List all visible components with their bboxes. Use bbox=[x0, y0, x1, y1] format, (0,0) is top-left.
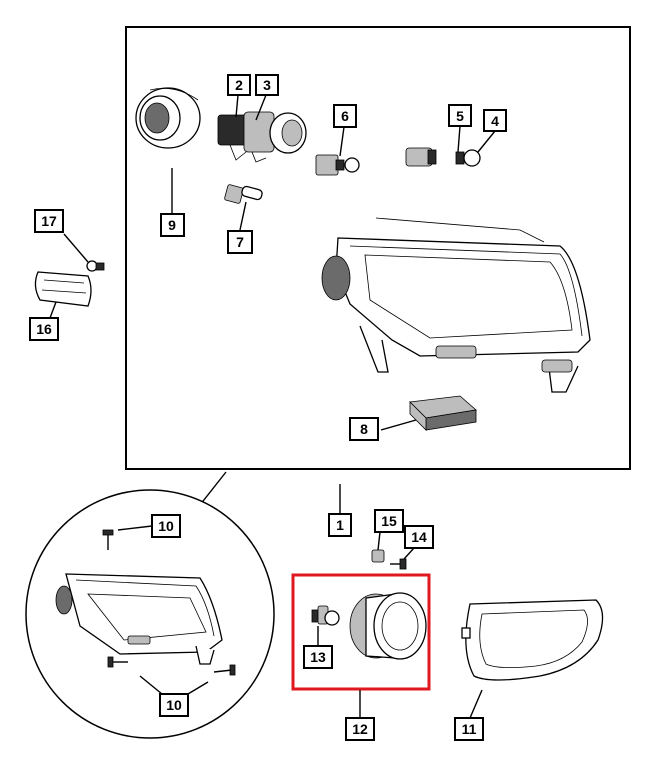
detail-view-circle bbox=[25, 489, 275, 739]
callout-9: 9 bbox=[160, 213, 185, 237]
assembly-frame bbox=[125, 26, 631, 470]
callout-5: 5 bbox=[448, 104, 472, 127]
part-16-side-marker[interactable] bbox=[34, 271, 92, 307]
callout-16: 16 bbox=[29, 317, 59, 341]
svg-text:1: 1 bbox=[336, 517, 344, 533]
part-9-ring[interactable] bbox=[135, 87, 201, 149]
callout-11: 11 bbox=[454, 717, 484, 741]
svg-text:9: 9 bbox=[168, 217, 176, 233]
callout-6: 6 bbox=[333, 104, 357, 128]
svg-text:10: 10 bbox=[158, 518, 174, 534]
part-2-3-projector[interactable] bbox=[217, 111, 307, 163]
part-13-fog-bulb[interactable] bbox=[311, 605, 340, 626]
svg-text:8: 8 bbox=[360, 421, 368, 437]
part-15-clip[interactable] bbox=[371, 549, 385, 563]
part-5-socket[interactable] bbox=[405, 147, 437, 167]
svg-text:10: 10 bbox=[166, 697, 182, 713]
callout-15: 15 bbox=[374, 509, 404, 533]
part-6-bulb[interactable] bbox=[315, 154, 360, 176]
callout-10-top: 10 bbox=[151, 514, 181, 538]
svg-text:3: 3 bbox=[263, 77, 271, 93]
svg-text:14: 14 bbox=[411, 529, 427, 545]
svg-text:13: 13 bbox=[310, 649, 326, 665]
svg-text:7: 7 bbox=[236, 234, 244, 250]
part-4-bulb[interactable] bbox=[455, 149, 481, 167]
part-10-screw-lower-right[interactable] bbox=[213, 664, 236, 676]
svg-text:11: 11 bbox=[462, 721, 477, 737]
callout-14: 14 bbox=[404, 525, 434, 549]
svg-text:5: 5 bbox=[456, 108, 464, 124]
part-14-screw[interactable] bbox=[390, 558, 407, 570]
svg-text:17: 17 bbox=[41, 213, 57, 229]
callout-10-bottom: 10 bbox=[159, 693, 189, 717]
callout-13: 13 bbox=[303, 645, 333, 669]
part-12-fog-lamp[interactable] bbox=[349, 592, 427, 660]
callout-3: 3 bbox=[255, 74, 279, 96]
callout-2: 2 bbox=[227, 74, 251, 96]
part-17-bulb[interactable] bbox=[86, 260, 105, 272]
part-8-module[interactable] bbox=[409, 395, 477, 431]
svg-text:12: 12 bbox=[352, 721, 368, 737]
part-7-bulb[interactable] bbox=[224, 184, 263, 204]
callout-4: 4 bbox=[483, 109, 507, 132]
part-11-bezel[interactable] bbox=[461, 599, 604, 681]
svg-text:4: 4 bbox=[491, 113, 499, 129]
svg-text:2: 2 bbox=[235, 77, 243, 93]
callout-7: 7 bbox=[227, 230, 253, 254]
part-10-screw-top[interactable] bbox=[102, 529, 114, 550]
svg-text:16: 16 bbox=[36, 321, 52, 337]
part-10-screw-lower-left[interactable] bbox=[107, 656, 128, 668]
svg-text:6: 6 bbox=[341, 108, 349, 124]
callout-12: 12 bbox=[345, 717, 375, 741]
callout-17: 17 bbox=[34, 209, 64, 233]
part-1-headlamp-assembly[interactable] bbox=[321, 217, 591, 393]
svg-text:15: 15 bbox=[381, 513, 397, 529]
callout-1: 1 bbox=[328, 513, 352, 537]
highlight-box-part-12 bbox=[291, 573, 431, 691]
callout-8: 8 bbox=[349, 417, 379, 441]
